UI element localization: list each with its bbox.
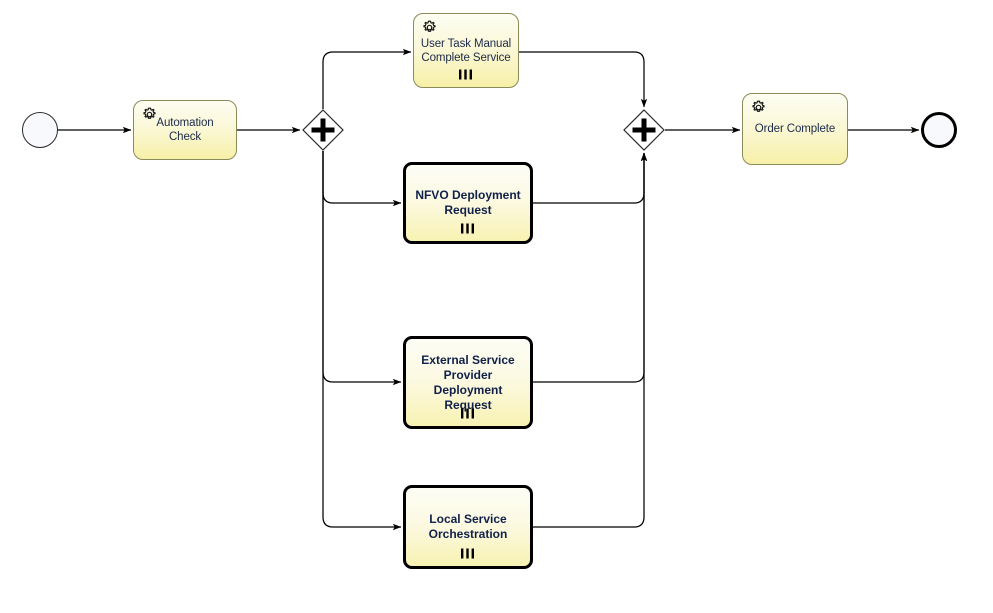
- flow-local-service-orchestration-to-join: [533, 152, 648, 528]
- call-activity-label: NFVO Deployment Request: [415, 188, 521, 217]
- gear-icon: [750, 99, 767, 116]
- flow-nfvo-to-join: [533, 152, 648, 204]
- gear-icon: [421, 19, 438, 36]
- multi-instance-parallel-icon: [406, 408, 530, 419]
- multi-instance-parallel-icon: [406, 548, 530, 559]
- flow-split-to-local-service-orchestration: [322, 151, 402, 531]
- end-event[interactable]: [921, 112, 957, 148]
- task-label: User Task Manual Complete Service: [420, 37, 512, 64]
- call-activity-label: External Service Provider Deployment Req…: [421, 352, 515, 412]
- task-order-complete[interactable]: Order Complete: [742, 93, 848, 165]
- flow-split-to-external-service-provider: [322, 151, 402, 386]
- task-label: Automation Check: [156, 117, 214, 143]
- call-activity-nfvo-deployment-request[interactable]: NFVO Deployment Request: [403, 162, 533, 244]
- start-event[interactable]: [22, 112, 58, 148]
- gateway-parallel-join[interactable]: [623, 109, 665, 151]
- task-label: Order Complete: [754, 123, 836, 135]
- call-activity-local-service-orchestration[interactable]: Local Service Orchestration: [403, 485, 533, 569]
- flow-split-to-nfvo: [322, 151, 402, 207]
- multi-instance-parallel-icon: [406, 223, 530, 234]
- flow-user-task-manual-to-join: [519, 51, 648, 108]
- multi-instance-parallel-icon: [414, 69, 518, 80]
- flow-split-to-user-task-manual: [322, 48, 412, 109]
- gateway-parallel-split[interactable]: [302, 109, 344, 151]
- call-activity-external-service-provider-deployment-request[interactable]: External Service Provider Deployment Req…: [403, 336, 533, 429]
- task-user-task-manual-complete-service[interactable]: User Task Manual Complete Service: [413, 13, 519, 88]
- plus-icon: [311, 118, 335, 142]
- call-activity-label: Local Service Orchestration: [428, 512, 508, 541]
- task-automation-check[interactable]: Automation Check: [133, 100, 237, 160]
- plus-icon: [632, 118, 656, 142]
- gear-icon: [141, 106, 158, 123]
- flow-external-service-provider-to-join: [533, 152, 648, 383]
